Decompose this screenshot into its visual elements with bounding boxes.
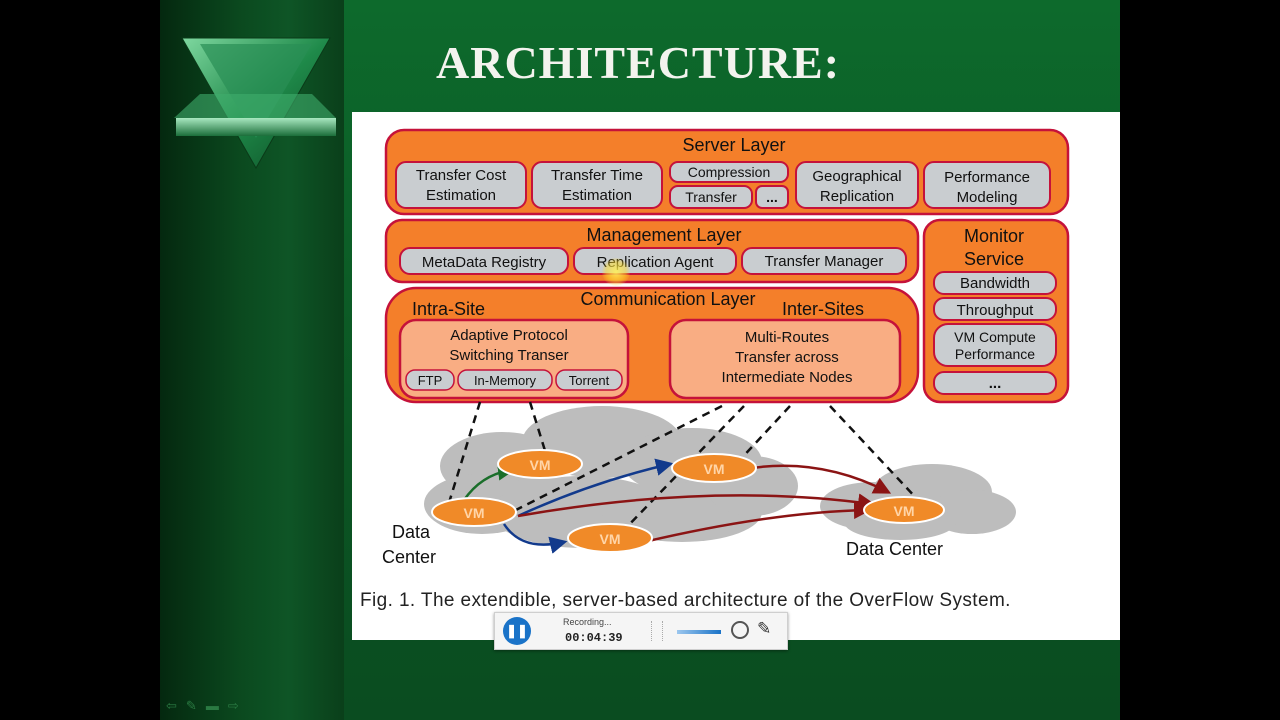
pen-icon[interactable]: ✎ bbox=[185, 698, 197, 713]
replication-agent-pill[interactable]: Replication Agent bbox=[573, 247, 737, 275]
svg-text:VM: VM bbox=[894, 503, 915, 519]
volume-slider[interactable] bbox=[677, 630, 721, 634]
svg-text:VM: VM bbox=[704, 461, 725, 477]
vm-node-4[interactable]: VM bbox=[567, 523, 653, 553]
svg-text:MetaData Registry: MetaData Registry bbox=[422, 254, 547, 271]
monitor-more-pill[interactable]: ... bbox=[933, 371, 1057, 395]
throughput-pill[interactable]: Throughput bbox=[933, 297, 1057, 321]
svg-text:Transfer Cost: Transfer Cost bbox=[416, 167, 507, 184]
transfer-time-estimation-pill[interactable]: Transfer Time Estimation bbox=[531, 161, 663, 209]
svg-text:VM: VM bbox=[600, 531, 621, 547]
data-center-left-label-1: Data bbox=[392, 522, 431, 542]
svg-text:...: ... bbox=[766, 189, 778, 205]
svg-text:Transfer Manager: Transfer Manager bbox=[765, 253, 884, 270]
svg-text:Modeling: Modeling bbox=[957, 189, 1018, 206]
compression-pill[interactable]: Compression bbox=[669, 161, 789, 183]
bandwidth-pill[interactable]: Bandwidth bbox=[933, 271, 1057, 295]
svg-text:Intermediate Nodes: Intermediate Nodes bbox=[722, 369, 853, 386]
intra-site-label: Intra-Site bbox=[412, 299, 485, 319]
transfer-arrows bbox=[462, 458, 892, 554]
svg-text:Transfer Time: Transfer Time bbox=[551, 167, 643, 184]
svg-text:Estimation: Estimation bbox=[426, 187, 496, 204]
svg-text:Adaptive Protocol: Adaptive Protocol bbox=[450, 327, 568, 344]
svg-text:Transfer across: Transfer across bbox=[735, 349, 839, 366]
vm-node-2[interactable]: VM bbox=[431, 497, 517, 527]
server-more-pill[interactable]: ... bbox=[755, 185, 789, 209]
inter-sites-label: Inter-Sites bbox=[782, 299, 864, 319]
transfer-pill[interactable]: Transfer bbox=[669, 185, 753, 209]
svg-text:Geographical: Geographical bbox=[812, 168, 901, 185]
next-arrow-icon[interactable]: ⇨ bbox=[227, 698, 239, 713]
webcam-icon[interactable] bbox=[731, 621, 749, 639]
svg-text:Replication: Replication bbox=[820, 188, 894, 205]
monitor-service-title-2: Service bbox=[964, 249, 1024, 269]
svg-text:VM Compute: VM Compute bbox=[954, 329, 1036, 345]
architecture-figure: Server Layer Transfer Cost Estimation Tr… bbox=[352, 112, 1120, 640]
cursor-highlight bbox=[602, 258, 630, 286]
performance-modeling-pill[interactable]: Performance Modeling bbox=[923, 161, 1051, 209]
svg-text:In-Memory: In-Memory bbox=[474, 373, 537, 388]
svg-text:Estimation: Estimation bbox=[562, 187, 632, 204]
svg-text:Compression: Compression bbox=[688, 164, 770, 180]
ftp-pill[interactable]: FTP bbox=[405, 369, 455, 391]
svg-text:Performance: Performance bbox=[944, 169, 1030, 186]
monitor-service-title-1: Monitor bbox=[964, 226, 1024, 246]
figure-caption: Fig. 1. The extendible, server-based arc… bbox=[360, 590, 1011, 611]
torrent-pill[interactable]: Torrent bbox=[555, 369, 623, 391]
slide-nav-controls: ⇦ ✎ ▬ ⇨ bbox=[166, 698, 239, 714]
recording-status: Recording... bbox=[563, 617, 612, 627]
svg-text:FTP: FTP bbox=[418, 373, 443, 388]
svg-text:Torrent: Torrent bbox=[569, 373, 610, 388]
management-layer-title: Management Layer bbox=[586, 225, 741, 245]
communication-layer-title: Communication Layer bbox=[580, 289, 755, 309]
data-center-left-label-2: Center bbox=[382, 547, 436, 567]
draw-pen-icon[interactable]: ✎ bbox=[757, 619, 772, 638]
svg-text:Switching Transer: Switching Transer bbox=[449, 347, 568, 364]
transfer-manager-pill[interactable]: Transfer Manager bbox=[741, 247, 907, 275]
previous-arrow-icon[interactable]: ⇦ bbox=[166, 698, 177, 713]
slide: ARCHITECTURE: Server Layer Transfer Cost… bbox=[160, 0, 1120, 720]
svg-text:Performance: Performance bbox=[955, 346, 1035, 362]
pause-icon: ❚❚ bbox=[506, 623, 528, 638]
metadata-registry-pill[interactable]: MetaData Registry bbox=[399, 247, 569, 275]
triangle-logo-icon bbox=[174, 37, 336, 170]
svg-text:Transfer: Transfer bbox=[685, 189, 737, 205]
svg-text:Multi-Routes: Multi-Routes bbox=[745, 329, 829, 346]
svg-text:VM: VM bbox=[464, 505, 485, 521]
vm-node-5[interactable]: VM bbox=[863, 496, 945, 524]
svg-text:Throughput: Throughput bbox=[957, 302, 1035, 319]
slide-title: ARCHITECTURE: bbox=[436, 37, 841, 88]
multi-routes-box: Multi-Routes Transfer across Intermediat… bbox=[668, 318, 902, 400]
data-center-right-label: Data Center bbox=[846, 539, 943, 559]
pause-button[interactable]: ❚❚ bbox=[503, 617, 531, 645]
svg-text:...: ... bbox=[989, 375, 1002, 392]
vm-node-3[interactable]: VM bbox=[671, 453, 757, 483]
svg-text:VM: VM bbox=[530, 457, 551, 473]
server-layer-title: Server Layer bbox=[682, 135, 785, 155]
svg-text:Bandwidth: Bandwidth bbox=[960, 275, 1030, 292]
transfer-cost-estimation-pill[interactable]: Transfer Cost Estimation bbox=[395, 161, 527, 209]
vm-node-1[interactable]: VM bbox=[497, 449, 583, 479]
in-memory-pill[interactable]: In-Memory bbox=[457, 369, 553, 391]
vm-compute-performance-pill[interactable]: VM Compute Performance bbox=[933, 323, 1057, 367]
geographical-replication-pill[interactable]: Geographical Replication bbox=[795, 161, 919, 209]
menu-icon[interactable]: ▬ bbox=[205, 698, 219, 713]
recording-toolbar: ❚❚ Recording... 00:04:39 ✎ bbox=[494, 612, 788, 650]
toolbar-grip[interactable] bbox=[651, 621, 663, 641]
recording-timer: 00:04:39 bbox=[565, 631, 623, 645]
